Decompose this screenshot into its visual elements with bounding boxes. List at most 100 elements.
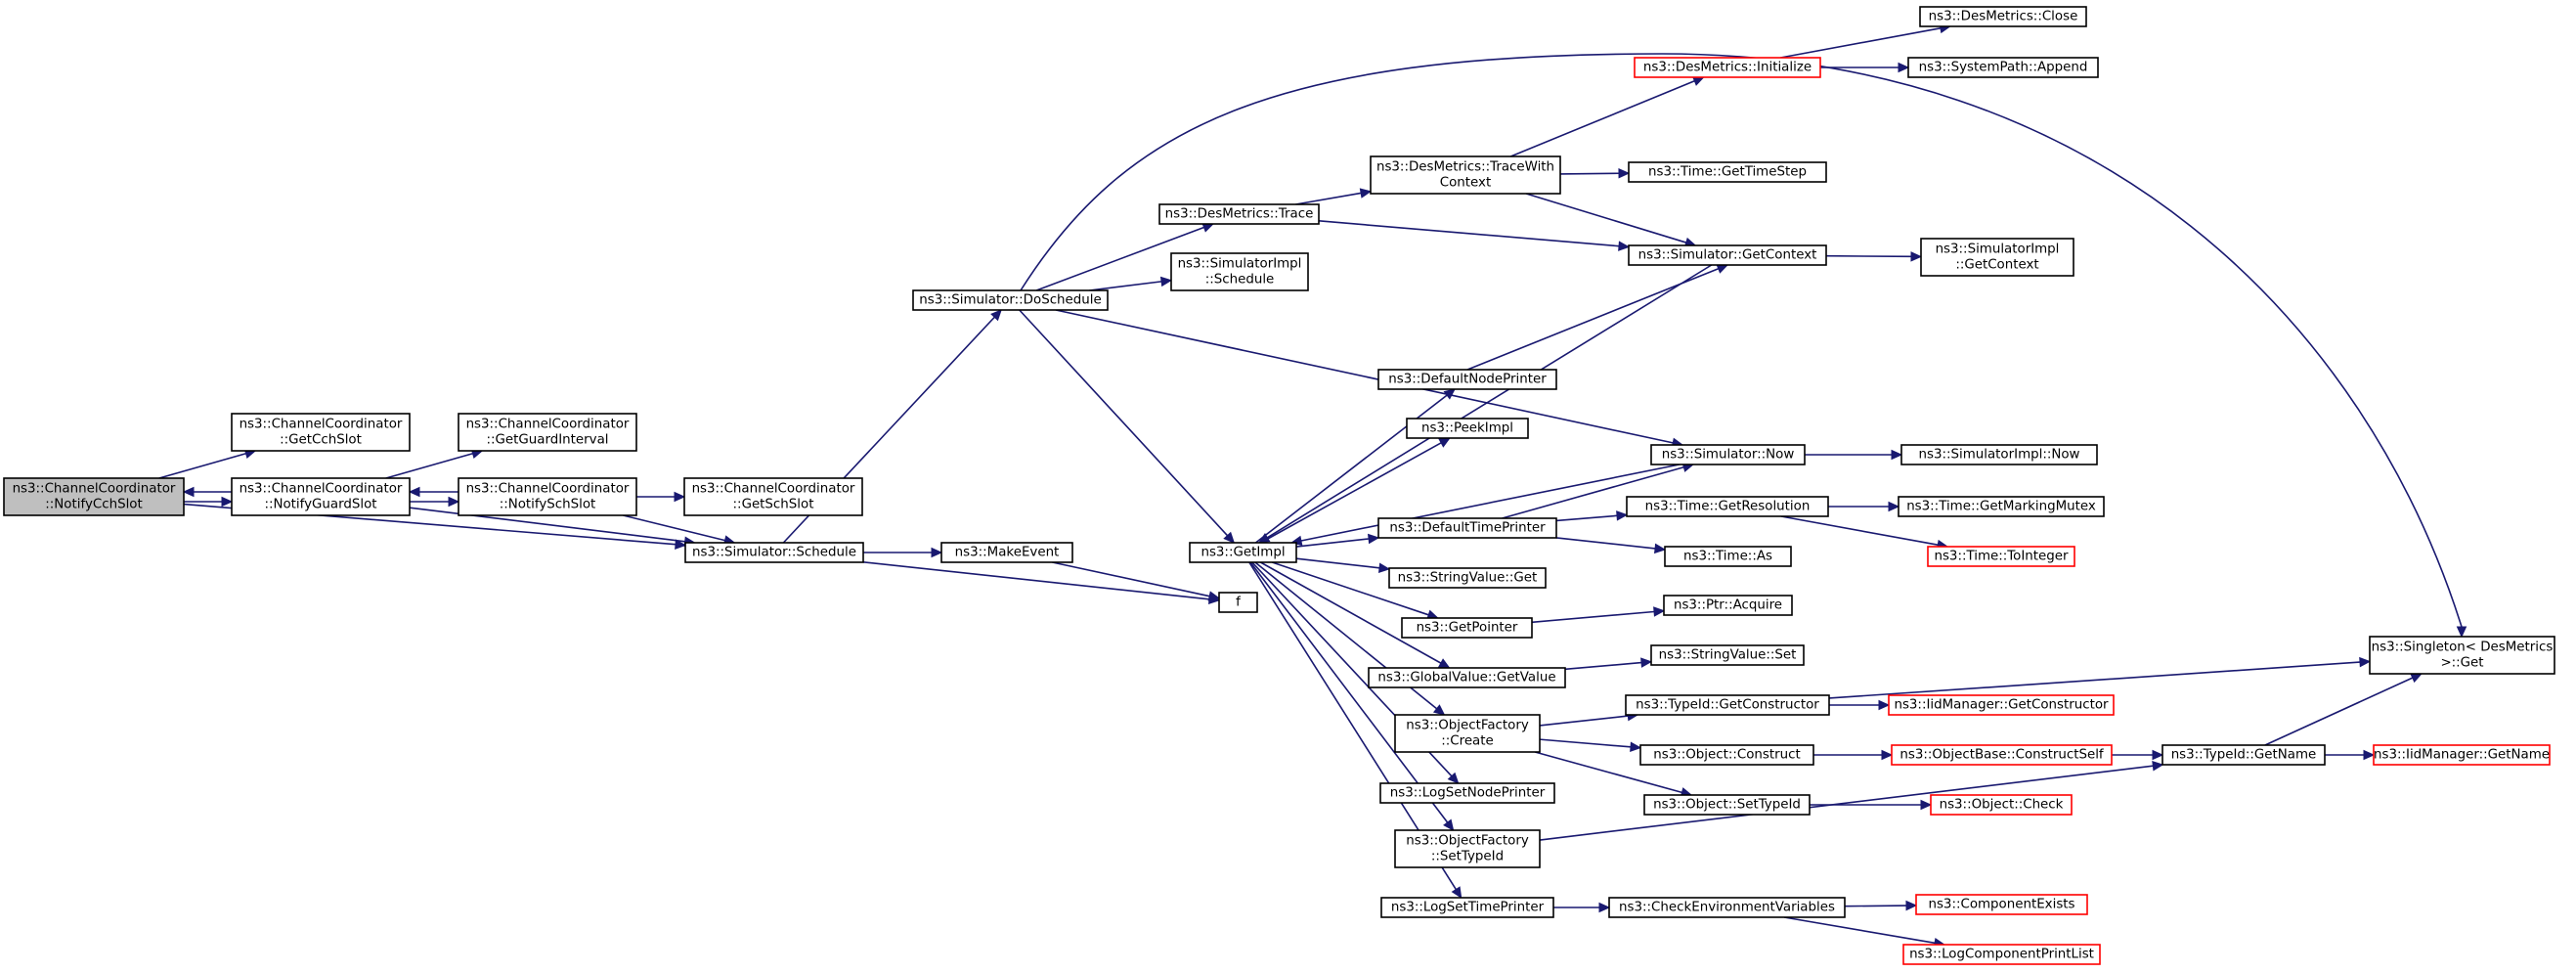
node-label: ns3::SimulatorImpl: [1936, 243, 2060, 257]
function-node-logsettime[interactable]: ns3::LogSetTimePrinter: [1380, 897, 1554, 918]
function-node-logcomplist[interactable]: ns3::LogComponentPrintList: [1902, 944, 2101, 965]
function-node-strvalget[interactable]: ns3::StringValue::Get: [1388, 567, 1547, 589]
node-label: ::GetSchSlot: [733, 498, 814, 512]
call-edge: [410, 496, 460, 508]
function-node-getsch[interactable]: ns3::ChannelCoordinator::GetSchSlot: [683, 477, 863, 516]
node-label: ns3::GetPointer: [1417, 621, 1518, 636]
function-node-strvalset[interactable]: ns3::StringValue::Set: [1650, 644, 1805, 666]
node-box: [458, 413, 637, 452]
node-box: [1915, 894, 2088, 915]
node-label: ns3::ChannelCoordinator: [466, 482, 630, 497]
function-node-objfsettid[interactable]: ns3::ObjectFactory::SetTypeId: [1394, 829, 1541, 868]
node-label: ns3::PeekImpl: [1421, 421, 1513, 436]
node-label: ns3::SimulatorImpl::Now: [1918, 448, 2079, 463]
function-node-getguard[interactable]: ns3::ChannelCoordinator::GetGuardInterva…: [458, 413, 637, 452]
function-node-tidgetname[interactable]: ns3::TypeId::GetName: [2161, 744, 2326, 766]
node-label: ::SetTypeId: [1431, 850, 1504, 864]
function-node-peekimpl[interactable]: ns3::PeekImpl: [1406, 418, 1529, 439]
function-node-getres[interactable]: ns3::Time::GetResolution: [1626, 496, 1829, 517]
function-node-doschedule[interactable]: ns3::Simulator::DoSchedule: [912, 289, 1109, 311]
call-edge: [1829, 699, 1891, 711]
function-node-getpointer[interactable]: ns3::GetPointer: [1401, 617, 1533, 639]
node-label: Context: [1440, 176, 1491, 191]
node-label: ns3::SystemPath::Append: [1919, 61, 2088, 75]
function-node-simgetctx[interactable]: ns3::Simulator::GetContext: [1628, 244, 1827, 266]
function-nodes: ns3::ChannelCoordinator::NotifyCchSlotns…: [3, 6, 2555, 965]
function-node-notifycch: ns3::ChannelCoordinator::NotifyCchSlot: [3, 477, 185, 516]
function-node-logsetnode[interactable]: ns3::LogSetNodePrinter: [1379, 782, 1555, 804]
function-node-objbaseconstruct[interactable]: ns3::ObjectBase::ConstructSelf: [1891, 744, 2113, 766]
function-node-simimplnow[interactable]: ns3::SimulatorImpl::Now: [1900, 444, 2098, 465]
function-node-simimplctx[interactable]: ns3::SimulatorImpl::GetContext: [1920, 238, 2074, 277]
function-node-compexists[interactable]: ns3::ComponentExists: [1915, 894, 2088, 915]
call-edge: [1805, 449, 1903, 461]
node-box: [1639, 744, 1814, 766]
node-box: [1406, 418, 1529, 439]
call-edge: [636, 491, 686, 503]
node-box: [1170, 252, 1309, 291]
function-node-simnow[interactable]: ns3::Simulator::Now: [1650, 444, 1806, 465]
function-node-getcch[interactable]: ns3::ChannelCoordinator::GetCchSlot: [231, 413, 411, 452]
function-node-iidgetctor[interactable]: ns3::IidManager::GetConstructor: [1888, 694, 2115, 716]
function-node-getimpl[interactable]: ns3::GetImpl: [1189, 542, 1297, 563]
function-node-deftimeprinter[interactable]: ns3::DefaultTimePrinter: [1377, 517, 1557, 539]
call-edge: [1813, 749, 1894, 761]
node-box: [683, 477, 863, 516]
node-box: [1920, 238, 2074, 277]
function-node-tidgetctor[interactable]: ns3::TypeId::GetConstructor: [1625, 694, 1830, 716]
function-node-desmtrace[interactable]: ns3::DesMetrics::Trace: [1158, 203, 1320, 225]
function-node-f[interactable]: f: [1218, 592, 1258, 613]
function-node-iidgetname[interactable]: ns3::IidManager::GetName: [2373, 744, 2551, 766]
node-label: ::GetGuardInterval: [486, 433, 608, 448]
call-edge: [1539, 738, 1642, 753]
node-box: [1927, 546, 2075, 567]
call-edge: [1555, 537, 1667, 554]
call-edge: [2264, 673, 2423, 746]
node-label: ns3::Singleton< DesMetrics: [2372, 641, 2554, 655]
function-node-defnodeprinter[interactable]: ns3::DefaultNodePrinter: [1377, 369, 1557, 390]
node-label: ns3::ObjectFactory: [1406, 834, 1529, 849]
function-node-notifyguard[interactable]: ns3::ChannelCoordinator::NotifyGuardSlot: [231, 477, 411, 516]
function-node-ptracquire[interactable]: ns3::Ptr::Acquire: [1663, 595, 1793, 616]
node-box: [1634, 57, 1821, 78]
function-node-timestep[interactable]: ns3::Time::GetTimeStep: [1628, 161, 1827, 183]
function-node-simimplsched[interactable]: ns3::SimulatorImpl::Schedule: [1170, 252, 1309, 291]
function-node-objconstruct[interactable]: ns3::Object::Construct: [1639, 744, 1814, 766]
function-node-timeas[interactable]: ns3::Time::As: [1664, 546, 1792, 567]
function-node-schedule[interactable]: ns3::Simulator::Schedule: [684, 542, 864, 563]
node-label: ::Schedule: [1205, 273, 1275, 287]
call-edge: [182, 486, 232, 498]
call-edge: [862, 560, 1221, 605]
function-node-singleton[interactable]: ns3::Singleton< DesMetrics >::Get: [2369, 636, 2555, 675]
function-node-checkenv[interactable]: ns3::CheckEnvironmentVariables: [1608, 897, 1846, 918]
function-node-toint[interactable]: ns3::Time::ToInteger: [1927, 546, 2075, 567]
node-label: ns3::TypeId::GetConstructor: [1636, 698, 1819, 713]
call-edge: [158, 448, 257, 479]
function-node-syspath[interactable]: ns3::SystemPath::Append: [1907, 57, 2099, 78]
function-node-notifysch[interactable]: ns3::ChannelCoordinator::NotifySchSlot: [458, 477, 637, 516]
function-node-objcheck[interactable]: ns3::Object::Check: [1930, 794, 2073, 816]
node-box: [3, 477, 185, 516]
call-edge: [385, 448, 484, 479]
call-edge: [1828, 501, 1900, 512]
node-box: [1158, 203, 1320, 225]
function-node-globalget[interactable]: ns3::GlobalValue::GetValue: [1368, 667, 1566, 688]
node-box: [2161, 744, 2326, 766]
function-node-markmutex[interactable]: ns3::Time::GetMarkingMutex: [1898, 496, 2105, 517]
call-edge: [1052, 561, 1221, 601]
node-box: [940, 542, 1073, 563]
node-label: ns3::GlobalValue::GetValue: [1377, 671, 1555, 686]
node-label: ns3::LogSetTimePrinter: [1391, 901, 1545, 915]
function-node-objfcreate[interactable]: ns3::ObjectFactory::Create: [1394, 714, 1541, 753]
node-label: ns3::DesMetrics::Trace: [1165, 207, 1314, 222]
node-box: [1608, 897, 1846, 918]
node-box: [1189, 542, 1297, 563]
node-box: [1650, 644, 1805, 666]
node-label: ns3::Time::GetMarkingMutex: [1906, 500, 2096, 514]
function-node-desinit[interactable]: ns3::DesMetrics::Initialize: [1634, 57, 1821, 78]
function-node-makeevent[interactable]: ns3::MakeEvent: [940, 542, 1073, 563]
call-edge: [1780, 22, 1951, 59]
function-node-desclose[interactable]: ns3::DesMetrics::Close: [1919, 6, 2087, 27]
function-node-objsettid[interactable]: ns3::Object::SetTypeId: [1643, 794, 1811, 816]
